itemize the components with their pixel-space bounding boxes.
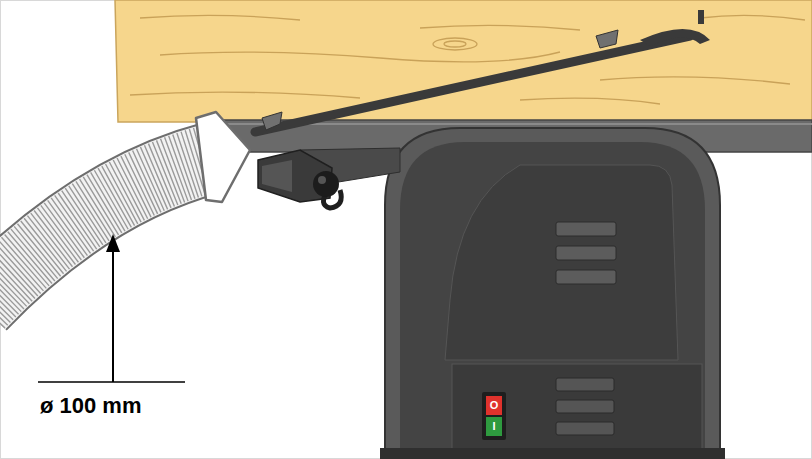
blade-guard	[640, 29, 710, 46]
hose-end-arrow	[196, 112, 250, 202]
hose-outline	[0, 158, 212, 305]
dimension-line	[38, 381, 185, 383]
switch-housing	[482, 392, 506, 440]
dimension-label: ø 100 mm	[40, 394, 142, 418]
hose-ribs	[0, 158, 212, 305]
leader-line	[112, 250, 114, 382]
wood-board	[115, 0, 812, 122]
lower-vents	[556, 378, 614, 435]
leader-arrowhead	[106, 234, 120, 252]
housing-panel	[400, 142, 705, 455]
machine-housing	[385, 128, 720, 459]
wing-screws	[262, 30, 618, 130]
hose-body	[0, 158, 212, 305]
knob-highlight	[318, 176, 326, 184]
start-button	[486, 417, 502, 436]
wood-grain	[130, 15, 805, 104]
start-symbol: I	[492, 420, 495, 432]
stop-button	[486, 396, 502, 415]
lower-panel	[452, 364, 702, 452]
machine-base	[380, 448, 725, 459]
housing-inset	[445, 165, 678, 360]
fence-bar	[255, 36, 690, 132]
vent-slots	[556, 222, 616, 284]
guard-knob	[698, 10, 704, 24]
port-opening	[262, 160, 292, 192]
clamp-knob	[313, 171, 339, 197]
stop-symbol: O	[490, 399, 499, 411]
